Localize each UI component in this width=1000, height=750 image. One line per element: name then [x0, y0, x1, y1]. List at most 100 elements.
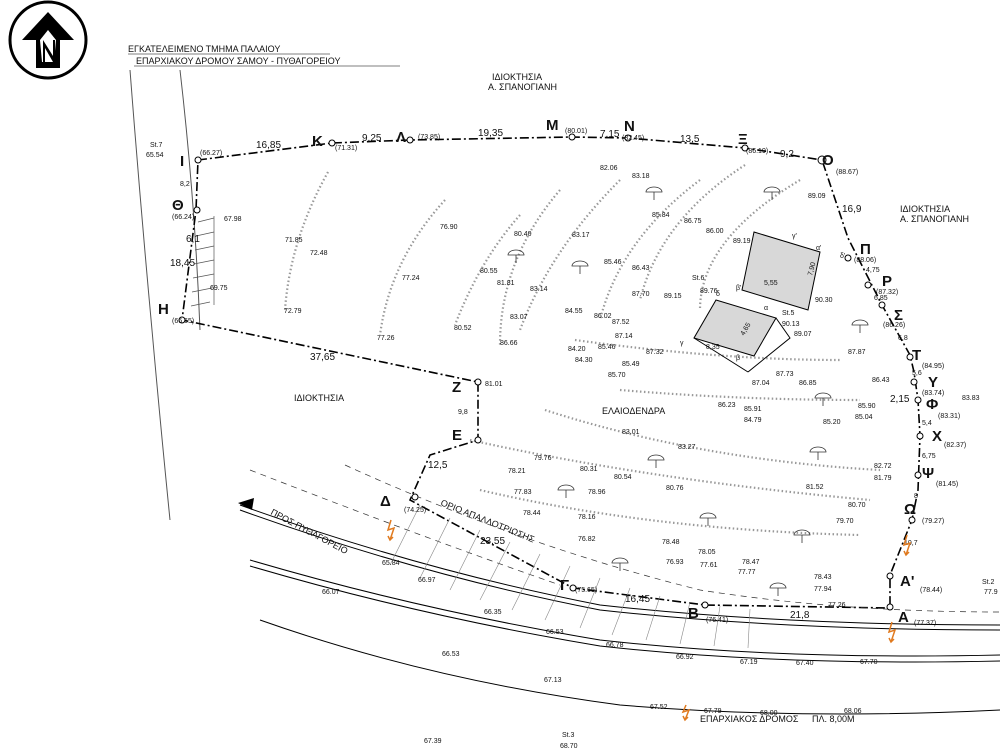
dim-m-n: 7,15 [600, 129, 620, 140]
vertex-markers [178, 133, 924, 611]
vertex-label-l: Λ [396, 129, 406, 146]
spot-elevation: 85.91 [744, 406, 762, 413]
spot-elevation: 80.40 [514, 231, 532, 238]
vertex-elev-h: (66.65) [172, 318, 194, 325]
station-7: St.7 [150, 142, 163, 149]
vertex-labels: Ι (66.27) Κ (71.31) Λ (73.85) Μ (80.01) … [158, 117, 966, 627]
spot-elevation: 79.76 [534, 455, 552, 462]
corner-d: δ [716, 291, 720, 298]
spot-elevation: 77.77 [738, 569, 756, 576]
vertex-elev-f: (83.31) [938, 413, 960, 420]
dim-b-g: 16,45 [625, 594, 650, 605]
vertex-label-p: Π [860, 241, 871, 258]
spot-elevation: 90.13 [782, 321, 800, 328]
hatch-road [389, 504, 751, 649]
station-labels: St.7 St.6 St.5 St.3 St.2 [150, 142, 995, 739]
vertex-elev-b: (76.41) [706, 617, 728, 624]
spot-elevation: 87.04 [752, 380, 770, 387]
spot-elevation: 80.70 [848, 502, 866, 509]
spot-elevation: 87.70 [632, 291, 650, 298]
spot-elevation: 67.39 [424, 738, 442, 745]
spot-elevation: 84.79 [744, 417, 762, 424]
dim-e-z: 9,8 [458, 409, 468, 416]
property-right-line-2: Α. ΣΠΑΝΟΓΙΑΝΗ [900, 214, 969, 224]
vertex-label-a-prime: Α' [900, 573, 914, 590]
road-name: ΕΠΑΡΧΙΑΚΟΣ ΔΡΟΜΟΣ [700, 714, 799, 724]
station-5: St.5 [782, 310, 795, 317]
vertex-elev-s: (86.26) [883, 322, 905, 329]
spot-elevation: 66.97 [418, 577, 436, 584]
vertex-elev-omega: (79.27) [922, 518, 944, 525]
dim-f-ch: 5,4 [922, 420, 932, 427]
terrace-lines [283, 164, 881, 537]
station-3: St.3 [562, 732, 575, 739]
vertex-label-ps: Ψ [922, 465, 934, 482]
spot-elevation: 89.15 [664, 293, 682, 300]
vertex-label-b: Β [688, 605, 699, 622]
header-line-2: ΕΠΑΡΧΙΑΚΟΥ ΔΡΟΜΟΥ ΣΑΜΟΥ - ΠΥΘΑΓΟΡΕΙΟΥ [136, 56, 341, 66]
tree-symbols [507, 186, 869, 596]
vertex-elev-k: (71.31) [335, 145, 357, 152]
vertex-elev-g: (75.65) [575, 587, 597, 594]
vertex-elev-d: (74.25) [404, 507, 426, 514]
spot-elevation: 87.73 [776, 371, 794, 378]
spot-elevation: 77.9 [984, 589, 998, 596]
dim-z-h: 37,65 [310, 352, 335, 363]
vertex-elev-th: (66.24) [172, 214, 194, 221]
spot-elevation: 87.52 [612, 319, 630, 326]
spot-elevation: 76.90 [440, 224, 458, 231]
spot-elevation: 76.93 [666, 559, 684, 566]
spot-elevation: 65.54 [146, 152, 164, 159]
property-top-line-1: ΙΔΙΟΚΤΗΣΙΑ [492, 72, 542, 82]
spot-elevation: 84.20 [568, 346, 586, 353]
vertex-elev-ps: (81.45) [936, 481, 958, 488]
spot-elevation: 80.54 [614, 474, 632, 481]
dim-ps-omega: 8 [914, 493, 918, 500]
vertex-label-t: Τ [912, 347, 921, 364]
spot-elevation: 78.44 [523, 510, 541, 517]
spot-elevation: 85.46 [604, 259, 622, 266]
building-2-dim-a: 8,35 [706, 344, 720, 351]
vertex-label-g: Γ [560, 577, 569, 594]
vertex-elev-p: (88.06) [854, 257, 876, 264]
spot-elevation: 78.21 [508, 468, 526, 475]
header-line-1: ΕΓΚΑΤΕΛΕΙΜΕΝΟ ΤΜΗΜΑ ΠΑΛΑΙΟΥ [128, 44, 280, 54]
spot-elevation: 86.02 [594, 313, 612, 320]
corner-g: γ [680, 340, 684, 347]
corner-b-prime: β' [736, 285, 741, 292]
building-2 [693, 299, 791, 373]
vertex-elev-n: (82.45) [622, 135, 644, 142]
spot-elevation: 85.04 [855, 414, 873, 421]
spot-elevation: 89.76 [700, 288, 718, 295]
dim-a-b: 21,8 [790, 610, 810, 621]
dim-g-d: 23,55 [480, 536, 505, 547]
station-2: St.2 [982, 579, 995, 586]
vertex-elev-r: (87.32) [876, 289, 898, 296]
spot-elevation: 80.31 [580, 466, 598, 473]
vertex-elev-z: 81.01 [485, 381, 503, 388]
spot-elevation: 66.92 [676, 654, 694, 661]
spot-elevation: 78.48 [662, 539, 680, 546]
spot-elevation: 77.61 [700, 562, 718, 569]
spot-elevation: 85.84 [652, 212, 670, 219]
dim-omega-a-prime: 10,7 [904, 540, 918, 547]
spot-elevation: 83.17 [572, 232, 590, 239]
vertex-label-k: Κ [312, 133, 323, 150]
dim-d-e: 12,5 [428, 460, 448, 471]
dim-t-y: 5,6 [912, 370, 922, 377]
spot-elevation: 72.48 [310, 250, 328, 257]
spot-elevation: 67.98 [224, 216, 242, 223]
spot-elevation: 85.49 [622, 361, 640, 368]
dim-i-th: 8,2 [180, 181, 190, 188]
side-dimensions: 16,85 9,25 19,35 7,15 13,5 9,2 16,9 4,75… [170, 128, 936, 621]
spot-elevation: 85.70 [608, 372, 626, 379]
vertex-label-d: Δ [380, 493, 391, 510]
dim-y-f: 2,15 [890, 394, 910, 405]
spot-elevation: 67.52 [650, 704, 668, 711]
spot-elevation: 76.82 [578, 536, 596, 543]
spot-elevation: 86.43 [632, 265, 650, 272]
spot-elevation: 67.40 [796, 660, 814, 667]
spot-elevation: 86.43 [872, 377, 890, 384]
lightning-icon [386, 519, 912, 722]
